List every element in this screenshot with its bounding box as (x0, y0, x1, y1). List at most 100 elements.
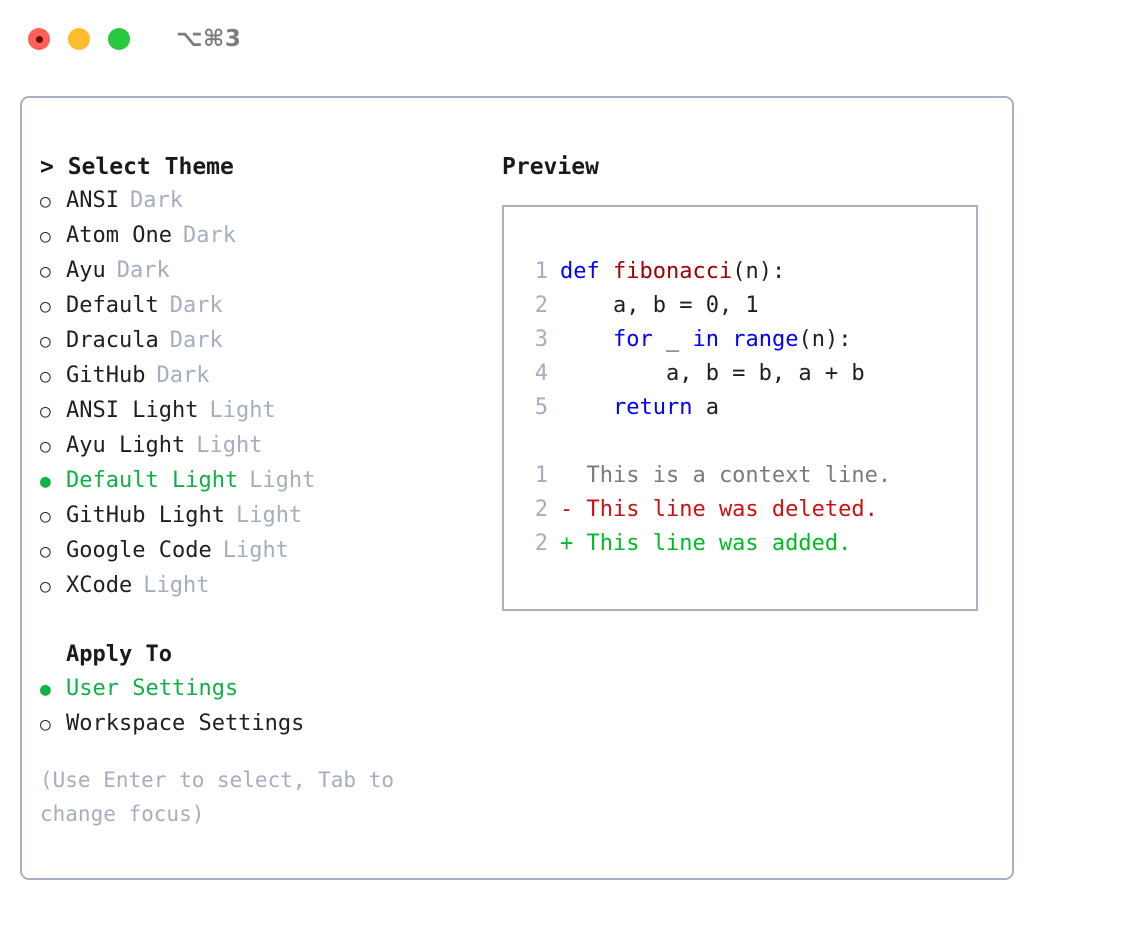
theme-name: Ayu (66, 258, 106, 283)
diff-sample: 1 This is a context line. 2 - This line wa… (518, 459, 976, 561)
code-line-text: a, b = 0, 1 (560, 289, 759, 323)
theme-variant-tag: Dark (182, 223, 236, 248)
theme-variant-tag: Dark (169, 293, 223, 318)
code-line: 5 return a (518, 391, 976, 425)
code-line: 4 a, b = b, a + b (518, 357, 976, 391)
radio-unselected-icon: ○ (40, 576, 51, 597)
code-token-plain: a (692, 395, 719, 420)
theme-name: Ayu Light (66, 433, 186, 458)
diff-line-text-context: This is a context line. (560, 463, 892, 488)
theme-variant-tag: Dark (169, 328, 223, 353)
line-number: 1 (534, 259, 548, 284)
code-token-kw: in (692, 327, 719, 352)
radio-unselected-icon: ○ (40, 436, 51, 457)
theme-name: ANSI Light (66, 398, 199, 423)
apply-to-item[interactable]: ●User Settings (40, 672, 480, 707)
theme-variant-tag: Light (196, 433, 263, 458)
radio-unselected-icon: ○ (40, 401, 51, 422)
apply-to-list: ●User Settings ○ Workspace Settings (40, 672, 480, 742)
apply-to-header: Apply To (66, 642, 172, 667)
code-line: 2 a, b = 0, 1 (518, 289, 976, 323)
theme-list-item[interactable]: ○ GitHub Light Light (40, 499, 480, 534)
window-title-shortcut: ⌥⌘3 (176, 26, 242, 52)
code-token-plain: _ (652, 327, 693, 352)
traffic-light-group (28, 28, 130, 50)
theme-name: ANSI (66, 188, 119, 213)
zoom-button[interactable] (108, 28, 130, 50)
line-number: 3 (534, 327, 548, 352)
code-token-plain (719, 327, 732, 352)
line-number: 5 (534, 395, 548, 420)
theme-variant-tag: Dark (156, 363, 210, 388)
diff-spacer (518, 425, 976, 459)
code-token-fn: fibonacci (612, 259, 733, 284)
line-number: 2 (534, 293, 548, 318)
radio-unselected-icon: ○ (40, 296, 51, 317)
line-number: 2 (534, 497, 548, 522)
theme-name: Google Code (66, 538, 212, 563)
theme-name: XCode (66, 573, 133, 598)
keyboard-hint-text: (Use Enter to select, Tab to change focu… (40, 768, 407, 826)
minimize-button[interactable] (68, 28, 90, 50)
code-line-text: def fibonacci(n): (560, 255, 785, 289)
theme-list-item[interactable]: ○ Default Dark (40, 289, 480, 324)
line-number: 1 (534, 463, 548, 488)
apply-to-label: User Settings (66, 676, 239, 701)
radio-unselected-icon: ○ (40, 226, 51, 247)
radio-unselected-icon: ○ (40, 541, 51, 562)
theme-name: Default (66, 293, 159, 318)
theme-list-item[interactable]: ○ XCode Light (40, 569, 480, 604)
theme-variant-tag: Dark (116, 258, 170, 283)
theme-variant-tag: Light (235, 503, 303, 528)
code-line: 1 def fibonacci(n): (518, 255, 976, 289)
theme-list-item[interactable]: ○ ANSI Dark (40, 184, 480, 219)
code-line-text: a, b = b, a + b (560, 357, 865, 391)
code-token-kw: range (732, 327, 799, 352)
theme-variant-tag: Dark (129, 188, 183, 213)
diff-line: 2 - This line was deleted. (518, 493, 976, 527)
radio-unselected-icon: ○ (40, 191, 51, 212)
apply-to-label: Workspace Settings (66, 711, 305, 736)
code-token-kw: for (612, 327, 653, 352)
theme-variant-tag: Light (249, 468, 316, 493)
theme-list-item[interactable]: ○ ANSI Light Light (40, 394, 480, 429)
code-token-plain: (n): (732, 259, 786, 284)
radio-unselected-icon: ○ (40, 331, 51, 352)
theme-list-item[interactable]: ○ Dracula Dark (40, 324, 480, 359)
diff-line: 2 + This line was added. (518, 527, 976, 561)
code-token-kw: def (560, 259, 613, 284)
theme-variant-tag: Light (143, 573, 210, 598)
apply-to-item[interactable]: ○ Workspace Settings (40, 707, 480, 742)
theme-list-item[interactable]: ● Default Light Light (40, 464, 480, 499)
theme-name: Atom One (66, 223, 172, 248)
theme-list-item[interactable]: ○ Atom One Dark (40, 219, 480, 254)
line-number: 2 (534, 531, 548, 556)
code-token-plain: a, b = 0, 1 (560, 293, 759, 318)
theme-name: Default Light (66, 468, 239, 493)
theme-name: GitHub Light (66, 503, 225, 528)
code-line: 3 for _ in range(n): (518, 323, 976, 357)
radio-unselected-icon: ○ (40, 506, 51, 527)
radio-unselected-icon: ○ (40, 714, 51, 735)
section-spacer (40, 604, 480, 638)
line-number: 4 (534, 361, 548, 386)
code-line-text: return a (560, 391, 719, 425)
theme-variant-tag: Light (209, 398, 276, 423)
theme-name: GitHub (66, 363, 146, 388)
code-line-text: for _ in range(n): (560, 323, 851, 357)
theme-list-item[interactable]: ○ Ayu Light Light (40, 429, 480, 464)
diff-line-text-add: + This line was added. (560, 531, 852, 556)
theme-name: Dracula (66, 328, 159, 353)
code-token-kw: return (612, 395, 693, 420)
diff-line: 1 This is a context line. (518, 459, 976, 493)
radio-selected-icon: ● (40, 471, 51, 492)
close-button[interactable] (28, 28, 50, 50)
diff-line-text-del: - This line was deleted. (560, 497, 878, 522)
